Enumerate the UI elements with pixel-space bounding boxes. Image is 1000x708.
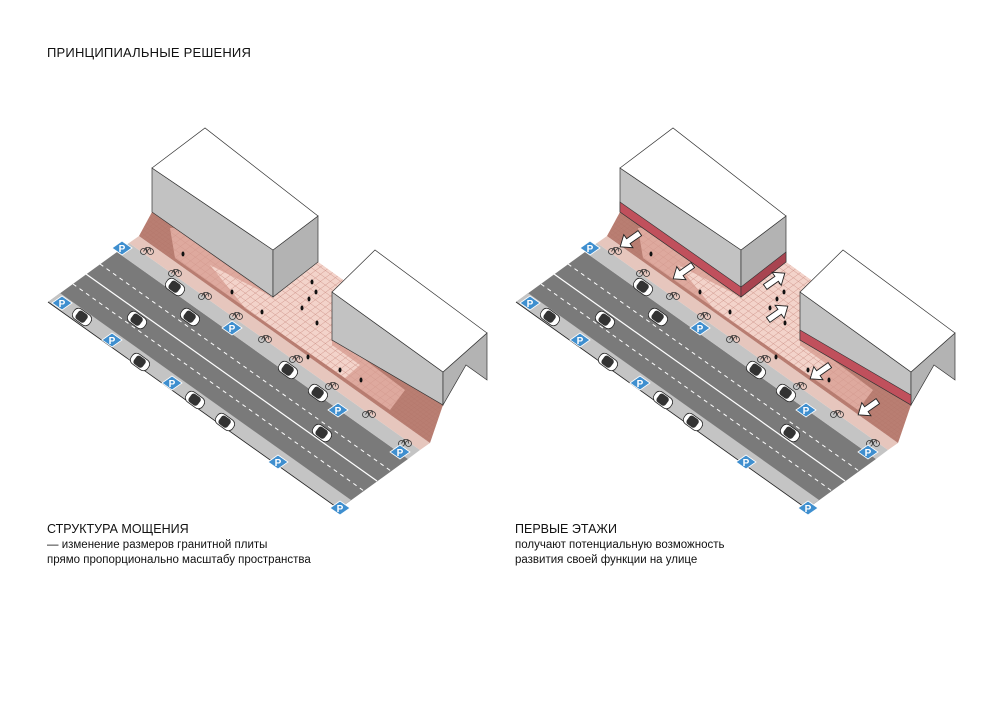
diagram-ground-floors bbox=[516, 128, 955, 515]
ground-floor-accent-2 bbox=[799, 329, 912, 406]
caption-line: получают потенциальную возможность bbox=[515, 539, 725, 551]
diagram-paving-structure bbox=[48, 128, 487, 515]
caption-heading: ПЕРВЫЕ ЭТАЖИ bbox=[515, 522, 617, 536]
caption-line: — изменение размеров гранитной плиты bbox=[47, 539, 268, 551]
page-title: ПРИНЦИПИАЛЬНЫЕ РЕШЕНИЯ bbox=[47, 45, 252, 60]
caption-ground-floors: ПЕРВЫЕ ЭТАЖИ получают потенциальную возм… bbox=[515, 522, 724, 568]
caption-paving: СТРУКТУРА МОЩЕНИЯ — изменение размеров г… bbox=[47, 522, 311, 568]
caption-line: развития своей функции на улице bbox=[515, 554, 698, 566]
caption-heading: СТРУКТУРА МОЩЕНИЯ bbox=[47, 522, 189, 536]
caption-line: прямо пропорционально масштабу пространс… bbox=[47, 554, 311, 566]
